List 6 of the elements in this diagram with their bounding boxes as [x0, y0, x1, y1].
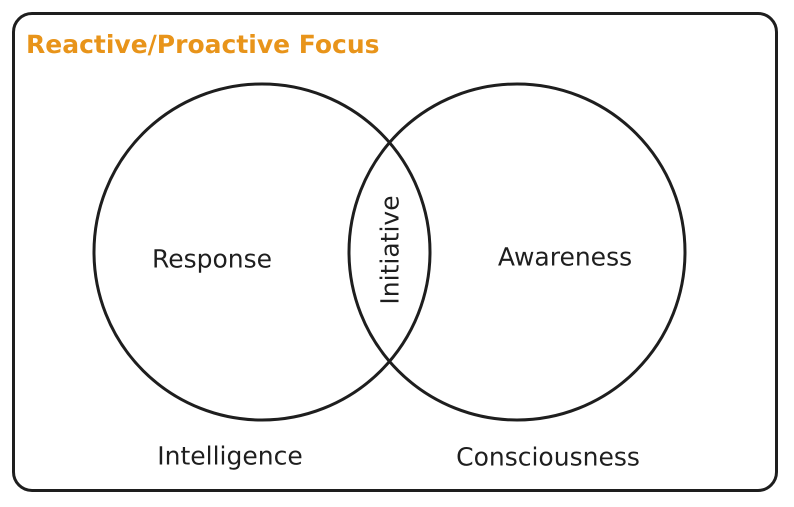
overlap-label: Initiative: [376, 195, 404, 305]
circle-label: Awareness: [498, 242, 632, 272]
circle-label: Response: [152, 244, 272, 274]
circle-label: Intelligence: [157, 442, 303, 470]
title: Reactive/Proactive Focus: [26, 30, 380, 59]
circle-label: Consciousness: [456, 442, 640, 472]
